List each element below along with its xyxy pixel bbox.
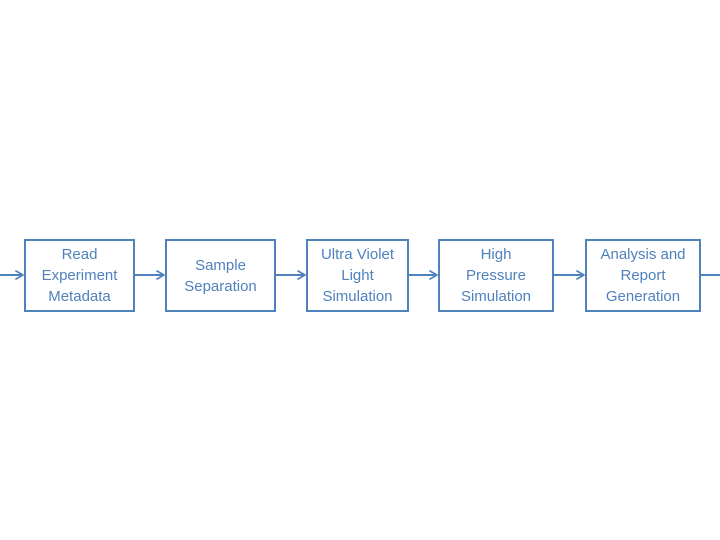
step-ultra-violet-light-simulation: Ultra VioletLightSimulation [306, 239, 409, 312]
step-read-experiment-metadata: ReadExperimentMetadata [24, 239, 135, 312]
step-analysis-and-report-generation: Analysis andReportGeneration [585, 239, 701, 312]
step-high-pressure-simulation: HighPressureSimulation [438, 239, 554, 312]
step-label: ReadExperimentMetadata [41, 246, 118, 305]
step-label: SampleSeparation [184, 256, 257, 295]
step-label: HighPressureSimulation [460, 246, 532, 305]
step-sample-separation: SampleSeparation [165, 239, 276, 312]
step-label: Analysis andReportGeneration [600, 246, 686, 305]
step-label: Ultra VioletLightSimulation [320, 246, 395, 305]
